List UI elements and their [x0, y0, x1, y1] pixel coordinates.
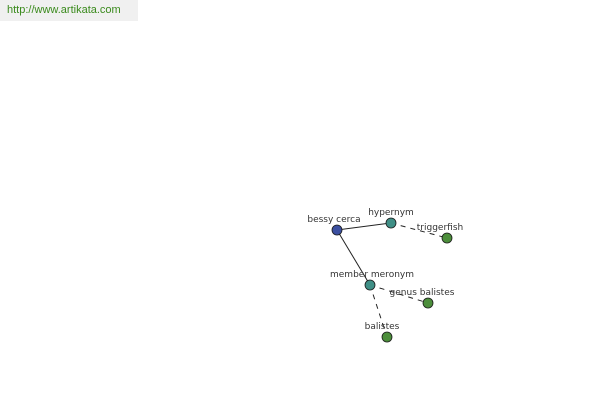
edge-bessy-cerca-member-meronym [336, 229, 371, 286]
node-label-triggerfish: triggerfish [417, 223, 463, 233]
node-label-member-meronym: member meronym [330, 270, 414, 280]
node-circle-triggerfish[interactable] [441, 232, 453, 244]
node-balistes[interactable]: balistes [365, 322, 400, 343]
node-triggerfish[interactable]: triggerfish [417, 223, 463, 244]
node-circle-bessy-cerca[interactable] [331, 224, 343, 236]
node-bessy-cerca[interactable]: bessy cerca [307, 215, 361, 236]
node-genus-balistes[interactable]: genus balistes [390, 288, 455, 309]
edge-bessy-cerca-hypernym [336, 222, 392, 231]
node-circle-hypernym[interactable] [385, 217, 397, 229]
node-label-hypernym: hypernym [368, 208, 414, 218]
edge-member-meronym-genus-balistes [369, 284, 429, 304]
node-label-balistes: balistes [365, 322, 400, 332]
site-link[interactable]: http://www.artikata.com [0, 0, 138, 21]
node-label-genus-balistes: genus balistes [390, 288, 455, 298]
node-label-bessy-cerca: bessy cerca [307, 215, 360, 225]
node-circle-member-meronym[interactable] [364, 279, 376, 291]
node-circle-balistes[interactable] [381, 331, 393, 343]
node-circle-genus-balistes[interactable] [422, 297, 434, 309]
node-member-meronym[interactable]: member meronym [330, 270, 414, 291]
node-hypernym[interactable]: hypernym [368, 208, 414, 229]
